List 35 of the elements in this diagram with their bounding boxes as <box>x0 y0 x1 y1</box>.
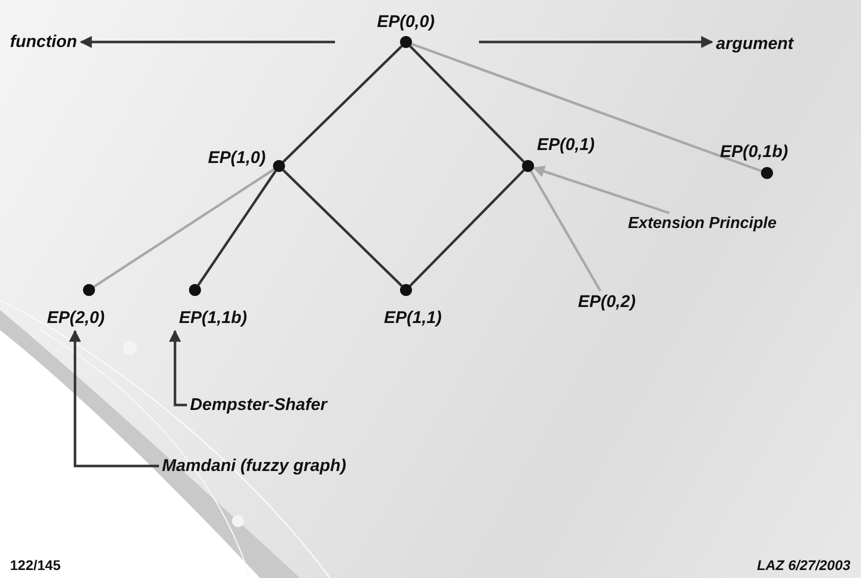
arrow <box>532 166 670 214</box>
connector-line <box>411 42 762 172</box>
graph-node-dot <box>83 284 95 296</box>
footer-text: 122/145 <box>10 556 61 575</box>
node-label: Dempster-Shafer <box>190 395 327 415</box>
arrow <box>479 36 714 48</box>
graph-node-dot <box>400 284 412 296</box>
node-label: EP(0,1b) <box>720 142 788 162</box>
connector-line <box>530 170 602 292</box>
node-label: EP(1,0) <box>208 148 266 168</box>
connector-line <box>282 45 403 163</box>
connector-line <box>197 170 277 286</box>
graph-node-dot <box>189 284 201 296</box>
graph-node-dot <box>522 160 534 172</box>
node-label: function <box>10 32 78 52</box>
arrow <box>69 330 159 468</box>
graph-node-dot <box>400 36 412 48</box>
node-label: Extension Principle <box>628 214 776 234</box>
connector-line <box>409 45 525 163</box>
node-label: argument <box>716 34 794 54</box>
node-label: EP(1,1b) <box>179 308 248 328</box>
node-label: Mamdani (fuzzy graph) <box>162 456 346 476</box>
connector-line <box>93 168 275 288</box>
node-label: EP(0,2) <box>578 292 636 312</box>
connector-line <box>282 169 403 287</box>
node-label: EP(1,1) <box>384 308 442 328</box>
node-label: EP(0,0) <box>377 12 435 32</box>
connector-line <box>409 169 525 287</box>
footer-text: LAZ 6/27/2003 <box>757 556 850 575</box>
arrow <box>169 330 187 406</box>
node-label: EP(2,0) <box>47 308 105 328</box>
graph-node-dot <box>273 160 285 172</box>
graph-node-dot <box>761 167 773 179</box>
arrow <box>80 36 335 48</box>
node-label: EP(0,1) <box>537 135 595 155</box>
